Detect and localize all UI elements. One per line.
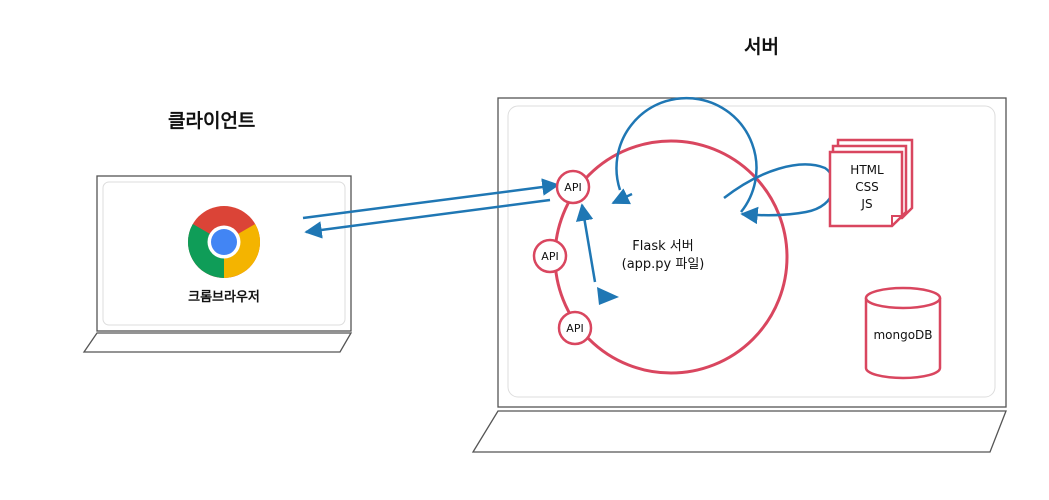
api-label-bottom: API bbox=[566, 322, 583, 335]
flask-inner-flow bbox=[615, 96, 758, 213]
api-node-mid[interactable]: API bbox=[532, 238, 568, 274]
api-label-mid: API bbox=[541, 250, 558, 263]
flask-label-line2: (app.py 파일) bbox=[622, 257, 705, 272]
flow-direction-triangle bbox=[597, 287, 619, 305]
api-node-bottom[interactable]: API bbox=[557, 310, 593, 346]
browser-label: 크롬브라우저 bbox=[188, 289, 260, 305]
request-arrow bbox=[302, 178, 560, 220]
server-heading: 서버 bbox=[744, 36, 779, 58]
flow-arrow-into-flask bbox=[611, 188, 633, 205]
file-label-css: CSS bbox=[855, 180, 879, 194]
flask-label-line1: Flask 서버 bbox=[632, 239, 693, 254]
server-laptop bbox=[471, 97, 1007, 453]
response-arrow bbox=[304, 198, 551, 239]
file-label-html: HTML bbox=[850, 163, 884, 177]
file-label-js: JS bbox=[860, 197, 872, 211]
client-laptop-base bbox=[82, 332, 353, 353]
template-files-icon: HTML CSS JS bbox=[828, 138, 914, 228]
api-label-top: API bbox=[564, 181, 581, 194]
api-node-top[interactable]: API bbox=[555, 169, 591, 205]
mongodb-cylinder-icon: mongoDB bbox=[864, 286, 942, 380]
chrome-icon bbox=[187, 206, 261, 278]
server-laptop-base bbox=[471, 410, 1007, 453]
client-laptop bbox=[82, 175, 353, 353]
api-internal-arrow bbox=[575, 203, 597, 283]
db-label: mongoDB bbox=[873, 328, 932, 342]
client-heading: 클라이언트 bbox=[168, 110, 256, 132]
